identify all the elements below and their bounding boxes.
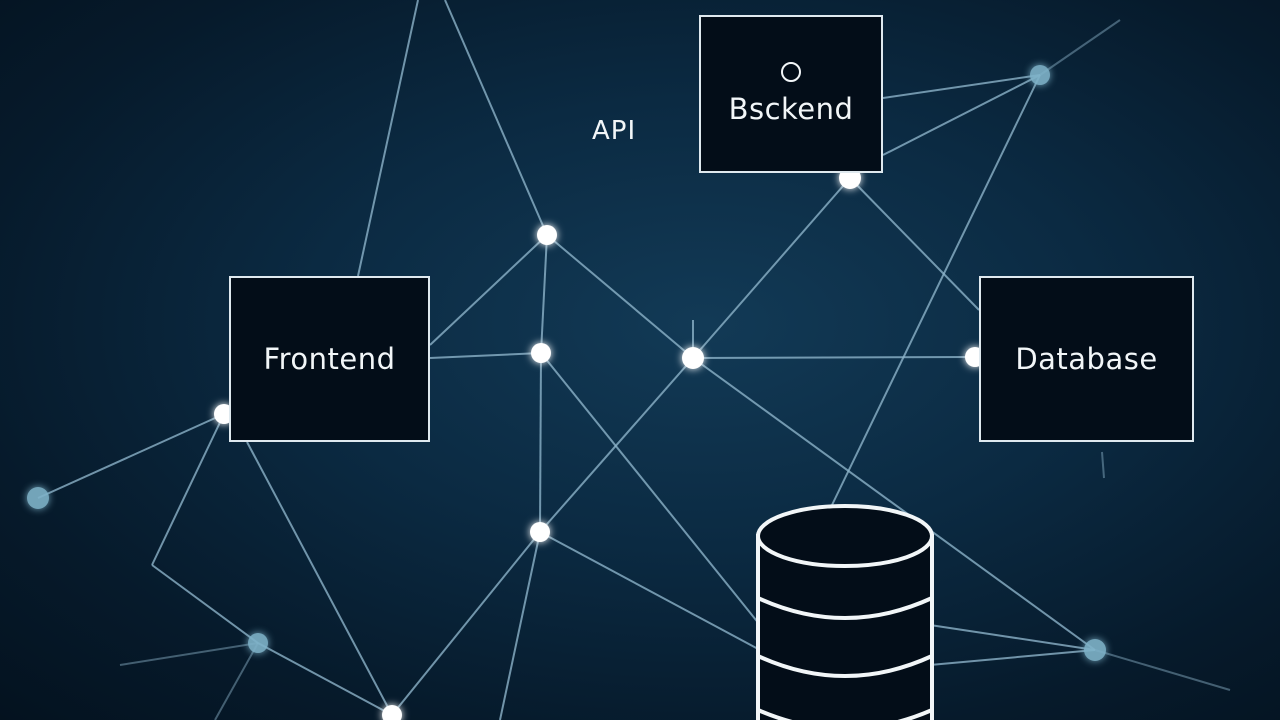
node [531, 343, 551, 363]
backend-label: Bsckend [728, 92, 854, 126]
nodes [27, 65, 1106, 720]
edge [119, 642, 259, 666]
edge [499, 531, 541, 720]
edge [882, 74, 1041, 156]
edge [429, 352, 542, 359]
edge [151, 564, 259, 644]
edge [882, 74, 1041, 99]
edge [539, 352, 542, 533]
circle-ring-icon [781, 62, 801, 82]
edges [37, 0, 1231, 720]
edge [539, 357, 694, 533]
frontend-box[interactable]: Frontend [229, 276, 430, 442]
database-box[interactable]: Database [979, 276, 1194, 442]
node [1030, 65, 1050, 85]
edge [357, 0, 419, 277]
node [537, 225, 557, 245]
edge [692, 357, 1096, 651]
edge [831, 74, 1041, 506]
database-cylinder-icon [756, 504, 934, 720]
frontend-label: Frontend [263, 342, 396, 376]
database-label: Database [1015, 342, 1158, 376]
node [1084, 639, 1106, 661]
edge [214, 642, 259, 720]
edge [929, 624, 1096, 651]
edge [929, 649, 1096, 666]
edge [546, 234, 694, 359]
edge [1094, 649, 1231, 691]
edge [1101, 451, 1105, 479]
node [382, 705, 402, 720]
edge [692, 356, 976, 359]
edge [257, 642, 393, 716]
node [248, 633, 268, 653]
edge [849, 177, 980, 311]
edge [246, 441, 393, 716]
backend-box[interactable]: Bsckend [699, 15, 883, 173]
edge [540, 352, 761, 626]
edge [429, 234, 548, 346]
edge [1039, 19, 1121, 76]
api-label: API [592, 116, 637, 146]
edge [444, 0, 548, 236]
node [27, 487, 49, 509]
edge [151, 413, 225, 566]
node [530, 522, 550, 542]
edge [37, 413, 225, 499]
edge [692, 177, 851, 359]
node [682, 347, 704, 369]
edge [391, 531, 541, 716]
edge [540, 234, 548, 354]
edge [539, 531, 761, 651]
